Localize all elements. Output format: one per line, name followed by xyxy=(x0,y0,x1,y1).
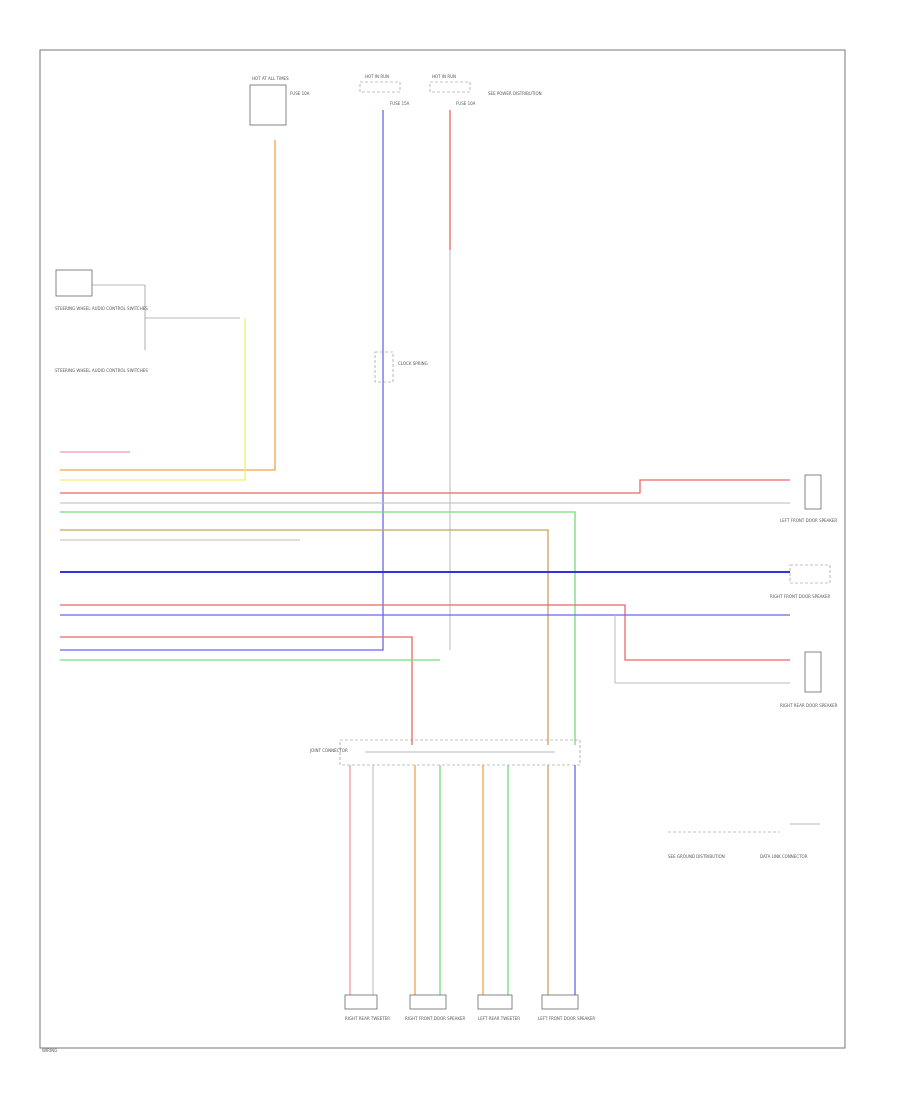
fuse-mid-body: FUSE 15A xyxy=(390,101,410,106)
fuse-box-right: HOT IN RUN FUSE 10A SEE POWER DISTRIBUTI… xyxy=(429,74,542,106)
speaker-lf-door: LEFT FRONT DOOR SPEAKER xyxy=(538,994,595,1021)
rr-speaker-label: RIGHT REAR DOOR SPEAKER xyxy=(780,703,838,708)
diagram-frame xyxy=(39,49,846,1049)
wire-brown-long xyxy=(60,529,549,745)
fuse-right-body: FUSE 10A xyxy=(456,101,476,106)
fuse-left-title: HOT AT ALL TIMES xyxy=(252,76,289,81)
bottom-label-4: LEFT FRONT DOOR SPEAKER xyxy=(538,1016,595,1021)
clock-spring-module: CLOCK SPRING xyxy=(374,351,428,383)
fuse-right-side: SEE POWER DISTRIBUTION xyxy=(488,91,542,96)
speaker-rf-door: RIGHT FRONT DOOR SPEAKER xyxy=(405,994,466,1021)
legend-1: SEE GROUND DISTRIBUTION xyxy=(668,854,725,859)
fuse-box-mid: HOT IN RUN FUSE 15A xyxy=(359,74,410,106)
wire-red-lf xyxy=(60,479,790,494)
wire-violet-vertical xyxy=(60,110,384,651)
wire-red-rf xyxy=(60,604,790,661)
speaker-lr-tweeter: LEFT REAR TWEETER xyxy=(477,994,520,1021)
junction-label: JOINT CONNECTOR xyxy=(309,748,348,753)
rr-speaker-connector: RIGHT REAR DOOR SPEAKER xyxy=(780,651,838,708)
speaker-rr-tweeter: RIGHT REAR TWEETER xyxy=(344,994,390,1021)
fuse-box-left: HOT AT ALL TIMES FUSE 10A xyxy=(249,76,310,126)
steering-switch: STEERING WHEEL AUDIO CONTROL SWITCHES ST… xyxy=(55,269,240,373)
left-switch-label: STEERING WHEEL AUDIO CONTROL SWITCHES xyxy=(55,306,148,311)
bottom-label-1: RIGHT REAR TWEETER xyxy=(345,1016,390,1021)
bottom-label-3: LEFT REAR TWEETER xyxy=(478,1016,520,1021)
left-lower-label: STEERING WHEEL AUDIO CONTROL SWITCHES xyxy=(55,368,148,373)
wire-red-lower xyxy=(60,636,413,745)
bottom-label-2: RIGHT FRONT DOOR SPEAKER xyxy=(405,1016,466,1021)
wire-orange-vertical xyxy=(60,140,276,471)
lf-speaker-label: LEFT FRONT DOOR SPEAKER xyxy=(780,518,837,523)
wire-green-long xyxy=(60,511,576,745)
legend-2: DATA LINK CONNECTOR xyxy=(760,854,808,859)
fuse-mid-title: HOT IN RUN xyxy=(365,74,389,79)
fuse-right-title: HOT IN RUN xyxy=(432,74,456,79)
wire-yellow-switch xyxy=(60,318,246,481)
rf-module-label: RIGHT FRONT DOOR SPEAKER xyxy=(770,594,831,599)
footer-label: WIRING xyxy=(42,1048,57,1053)
joint-connector: JOINT CONNECTOR xyxy=(309,739,581,766)
lf-speaker-connector: LEFT FRONT DOOR SPEAKER xyxy=(780,474,837,523)
mid-module-label: CLOCK SPRING xyxy=(398,361,428,366)
rf-speaker-connector: RIGHT FRONT DOOR SPEAKER xyxy=(770,564,831,599)
fuse-left-body: FUSE 10A xyxy=(290,91,310,96)
legend: SEE GROUND DISTRIBUTION DATA LINK CONNEC… xyxy=(668,823,820,859)
